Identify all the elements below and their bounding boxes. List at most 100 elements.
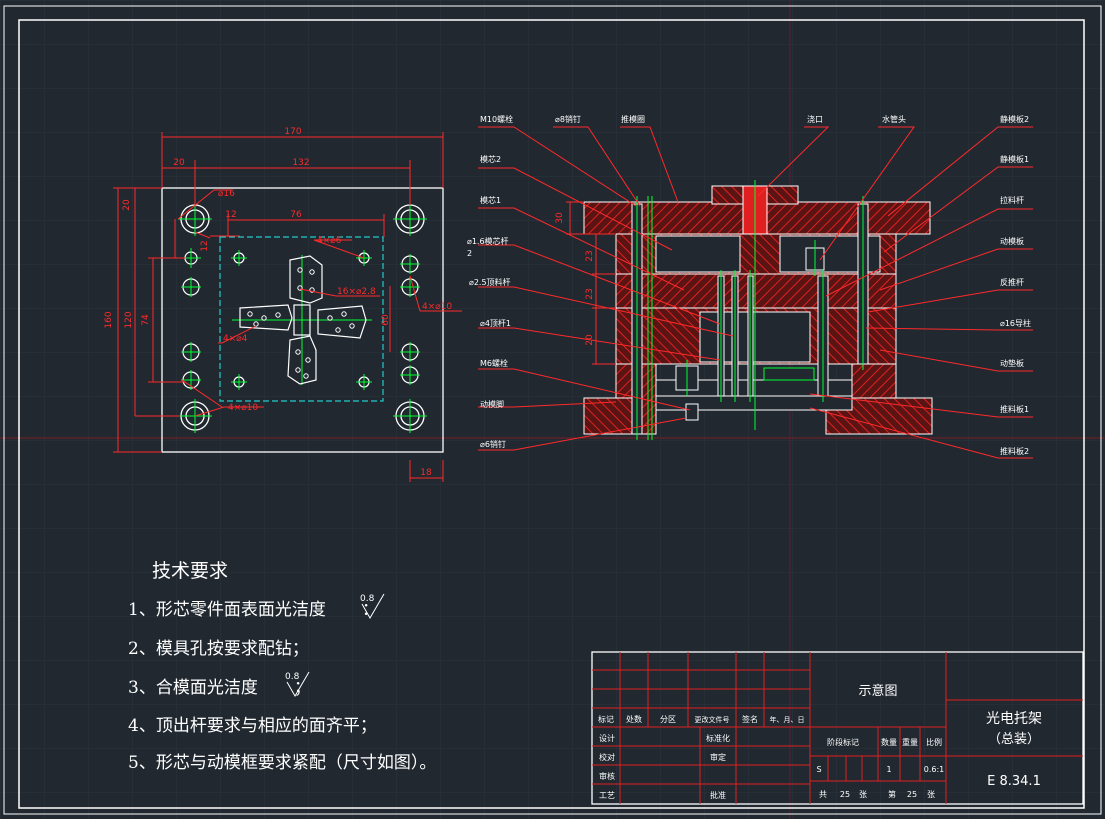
plan-dimension-text: 170 132 20 20 ⌀16 12 12 76 4×⌀6 16×⌀2.8 … xyxy=(104,127,452,478)
roughness-value-3: 0.8 xyxy=(285,672,300,682)
plan-view: 170 132 20 20 ⌀16 12 12 76 4×⌀6 16×⌀2.8 … xyxy=(104,127,462,482)
core-shapes xyxy=(239,255,367,385)
tb-header-change-doc: 更改文件号 xyxy=(695,715,730,724)
tb-process: 工艺 xyxy=(599,791,615,800)
dim-h30: 30 xyxy=(555,212,565,224)
section-labels-right: 静模板2 静模板1 拉料杆 动模板 反推杆 ⌀16导柱 动垫板 推料板1 推料板… xyxy=(1000,114,1031,456)
tech-requirement-1: 1、形芯零件面表面光洁度 ： xyxy=(128,595,379,620)
cavity-pocket xyxy=(655,235,741,273)
tb-header-zone: 分区 xyxy=(660,715,676,724)
label-m10-bolt: M10螺栓 xyxy=(480,114,513,124)
dim-20: 20 xyxy=(173,158,185,168)
label-guide-post-16: ⌀16导柱 xyxy=(1000,318,1031,328)
label-moving-plate: 动模板 xyxy=(1000,236,1024,246)
tb-weight-label: 重量 xyxy=(902,737,918,747)
plan-dimension-lines xyxy=(113,132,462,482)
dim-4x4: 4×⌀4 xyxy=(223,334,248,344)
roughness-values: 0.8 0.8 xyxy=(285,594,375,682)
dim-h23a: 23 xyxy=(585,250,595,261)
moving-plate xyxy=(615,273,897,309)
dim-4x10-bottom: 4×⌀10 xyxy=(228,403,258,413)
label-core-pin: ⌀1.6模芯杆 xyxy=(467,236,509,246)
tech-requirement-3: 3、合模面光洁度 ； xyxy=(128,673,311,698)
section-labels-left: M10螺栓 ⌀8销钉 推模圈 模芯2 模芯1 ⌀1.6模芯杆 2 ⌀2.5顶料杆… xyxy=(467,114,645,449)
label-fixed-plate-1: 静模板1 xyxy=(1000,154,1029,164)
tb-product-name: 光电托架 xyxy=(986,711,1042,727)
tb-approval: 批准 xyxy=(710,790,726,800)
dim-4x10-right: 4×⌀10 xyxy=(422,302,452,312)
label-support-plate: 动垫板 xyxy=(1000,358,1024,368)
tech-requirements-title: 技术要求 xyxy=(152,560,229,582)
tb-total-label: 共 xyxy=(819,790,827,799)
dim-16x28: 16×⌀2.8 xyxy=(337,287,376,297)
section-dimension-lines xyxy=(566,201,616,365)
moving-base-left xyxy=(583,397,635,435)
tb-stage-label: 阶段标记 xyxy=(827,737,859,747)
label-ejector-rod-25: ⌀2.5顶料杆 xyxy=(469,277,511,287)
tech-requirement-4: 4、顶出杆要求与相应的面齐平； xyxy=(128,716,377,736)
label-ejector-plate-1: 推料板1 xyxy=(1000,404,1029,414)
tb-header-count: 处数 xyxy=(626,714,642,724)
label-m6-bolt: M6螺栓 xyxy=(480,358,508,368)
tb-stage-value: S xyxy=(816,765,821,774)
dim-120: 120 xyxy=(124,311,134,328)
label-dowel-6: ⌀6销钉 xyxy=(480,439,506,449)
tech-requirement-2: 2、模具孔按要求配钻； xyxy=(128,639,309,659)
label-core-1: 模芯1 xyxy=(480,195,501,205)
title-block: 标记 处数 分区 更改文件号 签名 年、月、日 设计 标准化 校对 审定 审核 … xyxy=(591,651,1084,805)
leader-lines xyxy=(478,126,1033,459)
tb-check: 校对 xyxy=(599,752,615,762)
dim-76: 76 xyxy=(290,210,302,220)
dim-4x6: 4×⌀6 xyxy=(317,236,342,246)
section-view: 30 23 23 20 xyxy=(467,114,1033,459)
tb-qty-label: 数量 xyxy=(881,737,897,747)
label-ejector-plate-2: 推料板2 xyxy=(1000,446,1029,456)
outer-frame xyxy=(3,5,1102,815)
tech-requirement-3-suffix: ； xyxy=(293,678,311,698)
dim-12-vertical: 12 xyxy=(200,240,210,251)
label-fixed-plate-2: 静模板2 xyxy=(1000,114,1029,124)
label-dowel-8: ⌀8销钉 xyxy=(555,114,581,124)
tb-qty-value: 1 xyxy=(886,765,891,774)
label-push-ring: 推模圈 xyxy=(621,114,645,124)
dim-60: 60 xyxy=(381,314,391,326)
tb-sheet-label: 第 xyxy=(888,789,896,799)
tb-header-date: 年、月、日 xyxy=(770,715,805,724)
core-pin-holes xyxy=(247,267,355,379)
roughness-value-1: 0.8 xyxy=(360,594,375,604)
tb-design: 设计 xyxy=(599,733,615,743)
label-gate: 浇口 xyxy=(807,114,823,124)
dim-74: 74 xyxy=(141,314,151,326)
tech-requirement-1-suffix: ： xyxy=(361,600,379,620)
tech-requirement-1-text: 1、形芯零件面表面光洁度 xyxy=(128,600,326,620)
tb-scale-value: 0.6:1 xyxy=(924,765,945,774)
tech-requirement-3-text: 3、合模面光洁度 xyxy=(128,678,258,698)
tb-scale-label: 比例 xyxy=(926,737,942,747)
dim-12: 12 xyxy=(225,210,236,220)
dim-h23b: 23 xyxy=(585,288,595,299)
dim-160: 160 xyxy=(104,311,114,328)
label-core-pin-2: 2 xyxy=(467,249,472,258)
section-labels-top: 浇口 水管头 xyxy=(807,114,906,124)
tb-sheet-unit: 张 xyxy=(927,790,935,799)
plan-outline xyxy=(161,187,444,453)
tb-standardization: 标准化 xyxy=(706,733,730,743)
label-puller-rod: 拉料杆 xyxy=(1000,195,1024,205)
tb-drawing-name: 示意图 xyxy=(858,683,897,699)
label-core-2: 模芯2 xyxy=(480,154,501,164)
tb-product-sub: （总装） xyxy=(988,732,1040,747)
dim-20-vertical: 20 xyxy=(122,199,132,211)
tb-review: 审核 xyxy=(599,771,615,781)
tb-header-signature: 签名 xyxy=(742,714,758,724)
inner-frame xyxy=(18,19,1085,809)
label-ejector-pin-4: ⌀4顶杆1 xyxy=(480,318,511,328)
core-cavity-outline xyxy=(219,236,384,402)
dim-18: 18 xyxy=(420,468,432,478)
dim-hole-16: ⌀16 xyxy=(218,189,235,199)
tb-sheet-value: 25 xyxy=(907,790,917,799)
return-pin-spring xyxy=(763,367,815,381)
dim-170: 170 xyxy=(284,127,301,137)
label-return-pin: 反推杆 xyxy=(1000,277,1024,287)
dim-132: 132 xyxy=(292,158,309,168)
